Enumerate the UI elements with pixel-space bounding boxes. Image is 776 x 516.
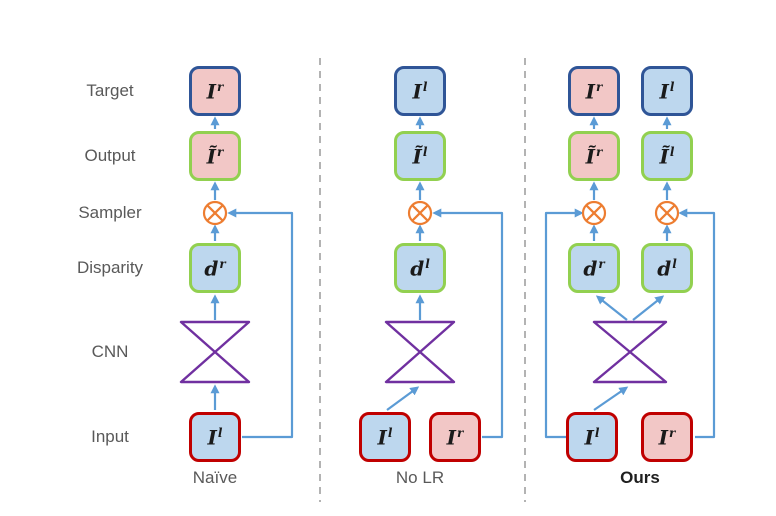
label-base: I	[377, 425, 387, 450]
box-label: Ir	[586, 81, 603, 102]
label-base: d	[657, 256, 672, 281]
ours-arrow-cnn-to-disparity-right	[595, 295, 628, 321]
box-label: Il	[413, 81, 428, 102]
row-label-input: Input	[91, 427, 129, 446]
ours-target-right-box: Ir	[568, 66, 620, 116]
nolr-disparity-box: dl	[394, 243, 446, 293]
label-base: d	[583, 256, 598, 281]
naive-skip-input-to-sampler	[227, 208, 294, 439]
label-base: d	[204, 256, 219, 281]
naive-disparity-box: dr	[189, 243, 241, 293]
box-label: Ĩl	[413, 146, 428, 167]
nolr-arrow-input-to-cnn	[386, 386, 420, 411]
label-base: I	[412, 79, 422, 104]
ours-input-left-box: Il	[566, 412, 618, 462]
label-base: Ĩ	[412, 144, 422, 169]
label-base: I	[446, 425, 457, 450]
label-sup: l	[669, 79, 675, 94]
label-sup: r	[598, 256, 605, 271]
label-base: I	[206, 79, 217, 104]
box-label: Ir	[447, 427, 464, 448]
label-sup: r	[596, 144, 603, 159]
label-base: d	[410, 256, 425, 281]
nolr-skip-input-to-sampler	[432, 208, 504, 439]
row-label-disparity: Disparity	[76, 258, 144, 277]
label-base: Ĩ	[585, 144, 596, 169]
ours-output-left-box: Ĩl	[641, 131, 693, 181]
label-sup: r	[217, 144, 224, 159]
ours-skip-left-input-to-sampler	[544, 208, 584, 439]
box-label: dl	[657, 258, 677, 279]
naive-input-box: Il	[189, 412, 241, 462]
nolr-sampler-otimes-icon	[407, 200, 433, 226]
label-sup: l	[422, 79, 428, 94]
row-label-target: Target	[86, 81, 134, 100]
ours-arrow-input-to-cnn	[593, 386, 629, 411]
box-label: dl	[410, 258, 430, 279]
nolr-target-box: Il	[394, 66, 446, 116]
label-sup: r	[219, 256, 226, 271]
ours-skip-right-input-to-sampler	[678, 208, 716, 439]
label-base: Ĩ	[206, 144, 217, 169]
ours-sampler-left-otimes-icon	[654, 200, 680, 226]
box-label: Ir	[207, 81, 224, 102]
label-base: I	[584, 425, 594, 450]
label-sup: r	[596, 79, 603, 94]
label-sup: l	[669, 144, 675, 159]
box-label: Il	[660, 81, 675, 102]
ours-input-right-box: Ir	[641, 412, 693, 462]
row-label-cnn: CNN	[91, 342, 129, 361]
label-sup: l	[425, 256, 430, 271]
naive-output-box: Ĩr	[189, 131, 241, 181]
ours-arrow-cnn-to-disparity-left	[632, 295, 665, 321]
nolr-input-left-box: Il	[359, 412, 411, 462]
box-label: Il	[208, 427, 223, 448]
ours-cnn-hourglass-icon	[592, 320, 668, 384]
ours-sampler-right-otimes-icon	[581, 200, 607, 226]
naive-target-box: Ir	[189, 66, 241, 116]
label-base: I	[659, 79, 669, 104]
nolr-cnn-hourglass-icon	[384, 320, 456, 384]
label-base: I	[585, 79, 596, 104]
box-label: dr	[583, 258, 604, 279]
box-label: Ir	[659, 427, 676, 448]
label-sup: r	[217, 79, 224, 94]
label-sup: r	[457, 425, 464, 440]
ours-disparity-left-box: dl	[641, 243, 693, 293]
ours-disparity-right-box: dr	[568, 243, 620, 293]
ours-output-right-box: Ĩr	[568, 131, 620, 181]
box-label: Il	[378, 427, 393, 448]
naive-cnn-hourglass-icon	[179, 320, 251, 384]
label-sup: l	[594, 425, 600, 440]
box-label: Ĩr	[207, 146, 224, 167]
naive-sampler-otimes-icon	[202, 200, 228, 226]
row-label-sampler: Sampler	[78, 203, 142, 222]
label-sup: l	[217, 425, 223, 440]
label-sup: r	[669, 425, 676, 440]
box-label: Il	[585, 427, 600, 448]
label-sup: l	[422, 144, 428, 159]
label-sup: l	[672, 256, 677, 271]
label-base: I	[207, 425, 217, 450]
box-label: Ĩl	[660, 146, 675, 167]
label-base: I	[658, 425, 669, 450]
row-label-output: Output	[84, 146, 136, 165]
ours-target-left-box: Il	[641, 66, 693, 116]
box-label: Ĩr	[586, 146, 603, 167]
label-base: Ĩ	[659, 144, 669, 169]
box-label: dr	[204, 258, 225, 279]
nolr-input-right-box: Ir	[429, 412, 481, 462]
caption-ours: Ours	[620, 468, 660, 487]
label-sup: l	[387, 425, 393, 440]
caption-no-lr: No LR	[395, 468, 445, 487]
caption-naive: Naïve	[192, 468, 238, 487]
nolr-output-box: Ĩl	[394, 131, 446, 181]
